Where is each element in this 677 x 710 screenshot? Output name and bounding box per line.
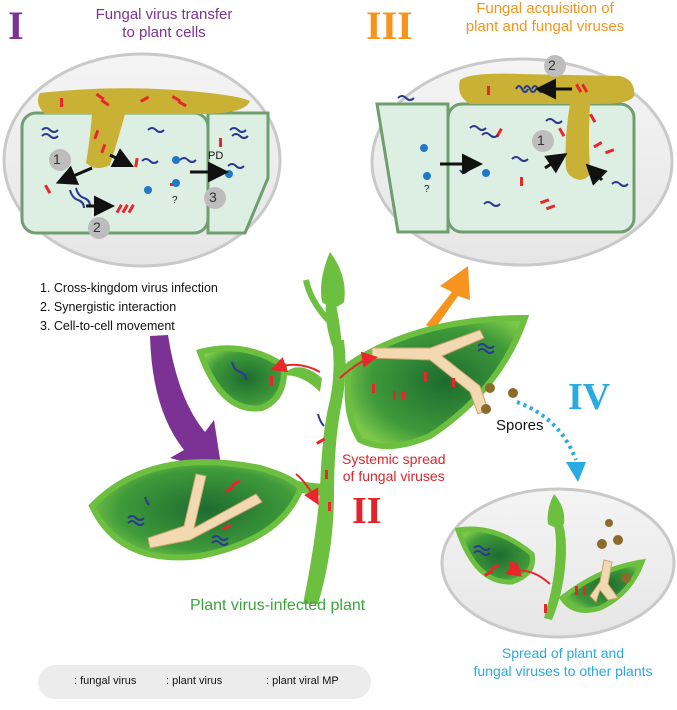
plant-virus-cluster xyxy=(41,127,249,209)
badge-1-circle xyxy=(49,149,71,171)
numeral-III: III xyxy=(366,3,413,48)
panel-I xyxy=(2,52,282,268)
section-I-title-line2: to plant cells xyxy=(122,24,206,41)
section-IV-title: Spread of plant and fungal viruses to ot… xyxy=(450,644,676,680)
leaf-top-left xyxy=(196,345,288,412)
steps-list: 1. Cross-kingdom virus infection 2. Syne… xyxy=(40,279,218,336)
panel-I-arrows xyxy=(55,148,229,217)
badge-1-label: 1 xyxy=(53,151,61,167)
hyphae-left xyxy=(147,473,263,549)
badge-2-label: 2 xyxy=(93,219,101,235)
orange-arrow xyxy=(426,266,470,330)
plant-label: Plant virus-infected plant xyxy=(190,597,366,614)
badge-III-2-label: 2 xyxy=(548,57,556,73)
top-bud xyxy=(321,252,345,307)
fungal-virus-cluster-III xyxy=(487,83,615,211)
plant-stem xyxy=(303,340,346,604)
blue-dotted-arrow xyxy=(516,400,578,461)
panel-III xyxy=(370,55,674,267)
fungal-hypha-III xyxy=(459,73,635,180)
section-II-label-line2: of fungal viruses xyxy=(342,468,445,484)
step-1: 1. Cross-kingdom virus infection xyxy=(40,281,218,295)
plant-tendril xyxy=(303,279,331,323)
question-mark-I: ? xyxy=(172,195,178,206)
small-stem xyxy=(544,514,566,620)
panel-IV xyxy=(440,487,676,639)
section-III-title-line2: plant and fungal viruses xyxy=(465,18,625,35)
red-spread-arrows xyxy=(270,351,378,506)
numeral-I: I xyxy=(8,3,24,48)
section-IV-title-line1: Spread of plant and xyxy=(501,645,625,661)
section-I-title-line1: Fungal virus transfer xyxy=(95,6,233,23)
plant-cell-right-III xyxy=(446,102,636,234)
plant-plant-viruses xyxy=(127,343,495,546)
spores-label: Spores xyxy=(496,417,544,434)
viral-mp-cluster-III xyxy=(420,144,490,180)
section-II-label-line1: Systemic spread xyxy=(342,451,446,467)
legend-box: : fungal virus : plant virus : plant vir… xyxy=(38,665,371,699)
section-IV-title-line2: fungal viruses to other plants xyxy=(473,663,653,679)
section-III-title: Fungal acquisition of plant and fungal v… xyxy=(445,0,645,36)
badge-III-1-circle xyxy=(532,130,554,152)
legend-fungal-virus: : fungal virus xyxy=(74,675,137,687)
question-mark-III: ? xyxy=(424,184,430,195)
blue-arrowhead xyxy=(566,462,586,482)
plant-fungal-viruses xyxy=(222,372,455,531)
badge-III-1-label: 1 xyxy=(537,132,545,148)
section-II-label: Systemic spread of fungal viruses xyxy=(342,451,445,485)
small-hyphae xyxy=(589,559,619,603)
legend-plant-viral-mp: : plant viral MP xyxy=(266,675,339,687)
badge-2-circle xyxy=(88,217,110,239)
fungal-virus-cluster xyxy=(44,92,222,214)
fungal-hypha xyxy=(37,88,250,169)
badge-3-label: 3 xyxy=(209,189,217,205)
panel-III-arrows xyxy=(440,78,608,186)
small-bud xyxy=(547,494,565,527)
spores xyxy=(481,383,518,414)
small-spores xyxy=(597,519,631,583)
legend-plant-virus: : plant virus xyxy=(166,675,223,687)
small-red-arrow xyxy=(504,561,551,585)
badge-III-2-circle xyxy=(544,55,566,77)
purple-arrow xyxy=(150,335,222,472)
hyphae-right xyxy=(371,329,489,415)
step-2: 2. Synergistic interaction xyxy=(40,300,177,314)
small-plant-viruses xyxy=(473,545,491,556)
plant-cell-left-III xyxy=(375,102,450,234)
section-I-title: Fungal virus transfer to plant cells xyxy=(76,6,252,42)
numeral-IV: IV xyxy=(568,376,611,418)
pd-label: PD xyxy=(208,150,224,162)
main-plant xyxy=(88,252,530,604)
numeral-II: II xyxy=(352,490,382,532)
badge-3-circle xyxy=(204,187,226,209)
step-3: 3. Cell-to-cell movement xyxy=(40,319,175,333)
section-III-title-line1: Fungal acquisition of xyxy=(476,0,614,17)
